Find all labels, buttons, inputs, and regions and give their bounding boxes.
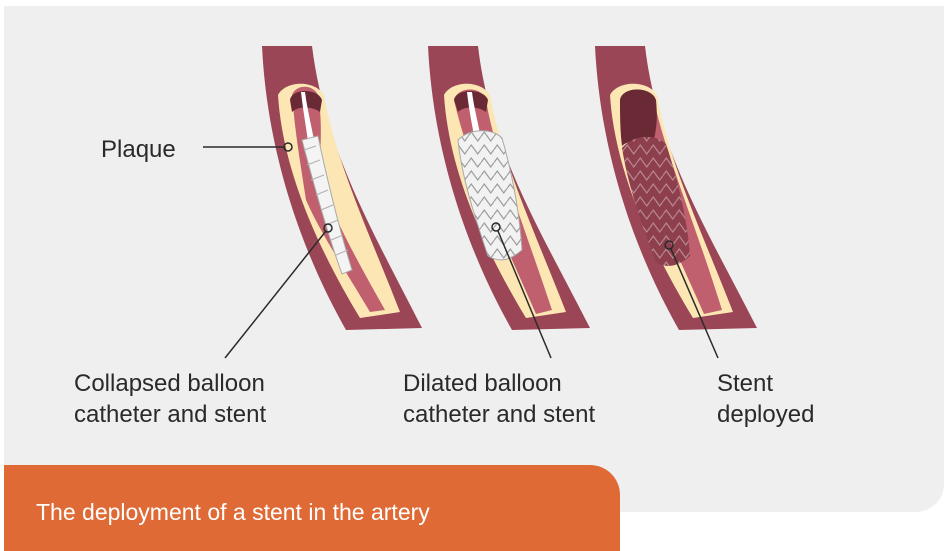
deployed-label-line-2: deployed: [717, 399, 814, 430]
dilated-label-line-1: Dilated balloon: [403, 368, 595, 399]
artery-deployed: [595, 46, 757, 330]
collapsed-leader: [225, 231, 326, 358]
artery-dilated: [428, 46, 590, 330]
collapsed-label-line-2: catheter and stent: [74, 399, 266, 430]
stent-deployed-label: Stent deployed: [717, 368, 814, 430]
dilated-label-line-2: catheter and stent: [403, 399, 595, 430]
caption-bar: The deployment of a stent in the artery: [4, 465, 620, 551]
artery-collapsed: [262, 46, 422, 330]
caption-text: The deployment of a stent in the artery: [36, 498, 430, 526]
dilated-balloon-label: Dilated balloon catheter and stent: [403, 368, 595, 430]
plaque-label: Plaque: [101, 134, 176, 165]
collapsed-balloon-label: Collapsed balloon catheter and stent: [74, 368, 266, 430]
collapsed-label-line-1: Collapsed balloon: [74, 368, 266, 399]
deployed-label-line-1: Stent: [717, 368, 814, 399]
